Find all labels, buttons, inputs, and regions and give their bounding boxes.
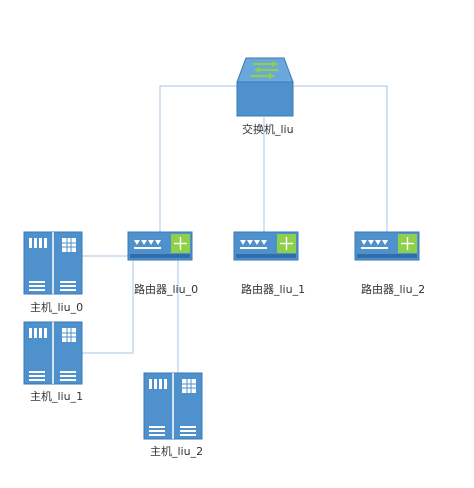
link-switch-router-2 [291, 85, 388, 232]
router-0-label: 路由器_liu_0 [134, 283, 199, 296]
host-1-icon[interactable] [23, 321, 83, 385]
router-0-icon[interactable] [127, 231, 193, 261]
host-0-icon[interactable] [23, 231, 83, 295]
router-1-icon[interactable] [233, 231, 299, 261]
router-1-label: 路由器_liu_1 [241, 283, 306, 296]
host-2-icon[interactable] [143, 372, 203, 440]
host-0-label: 主机_liu_0 [30, 301, 84, 314]
link-switch-router-0 [159, 85, 237, 232]
switch-label: 交换机_liu [242, 123, 294, 136]
link-router-0-host-1 [82, 260, 134, 354]
host-2-label: 主机_liu_2 [150, 445, 204, 458]
switch-icon[interactable] [236, 57, 294, 117]
host-1-label: 主机_liu_1 [30, 390, 84, 403]
router-2-icon[interactable] [354, 231, 420, 261]
router-2-label: 路由器_liu_2 [361, 283, 426, 296]
links-layer [82, 85, 388, 373]
